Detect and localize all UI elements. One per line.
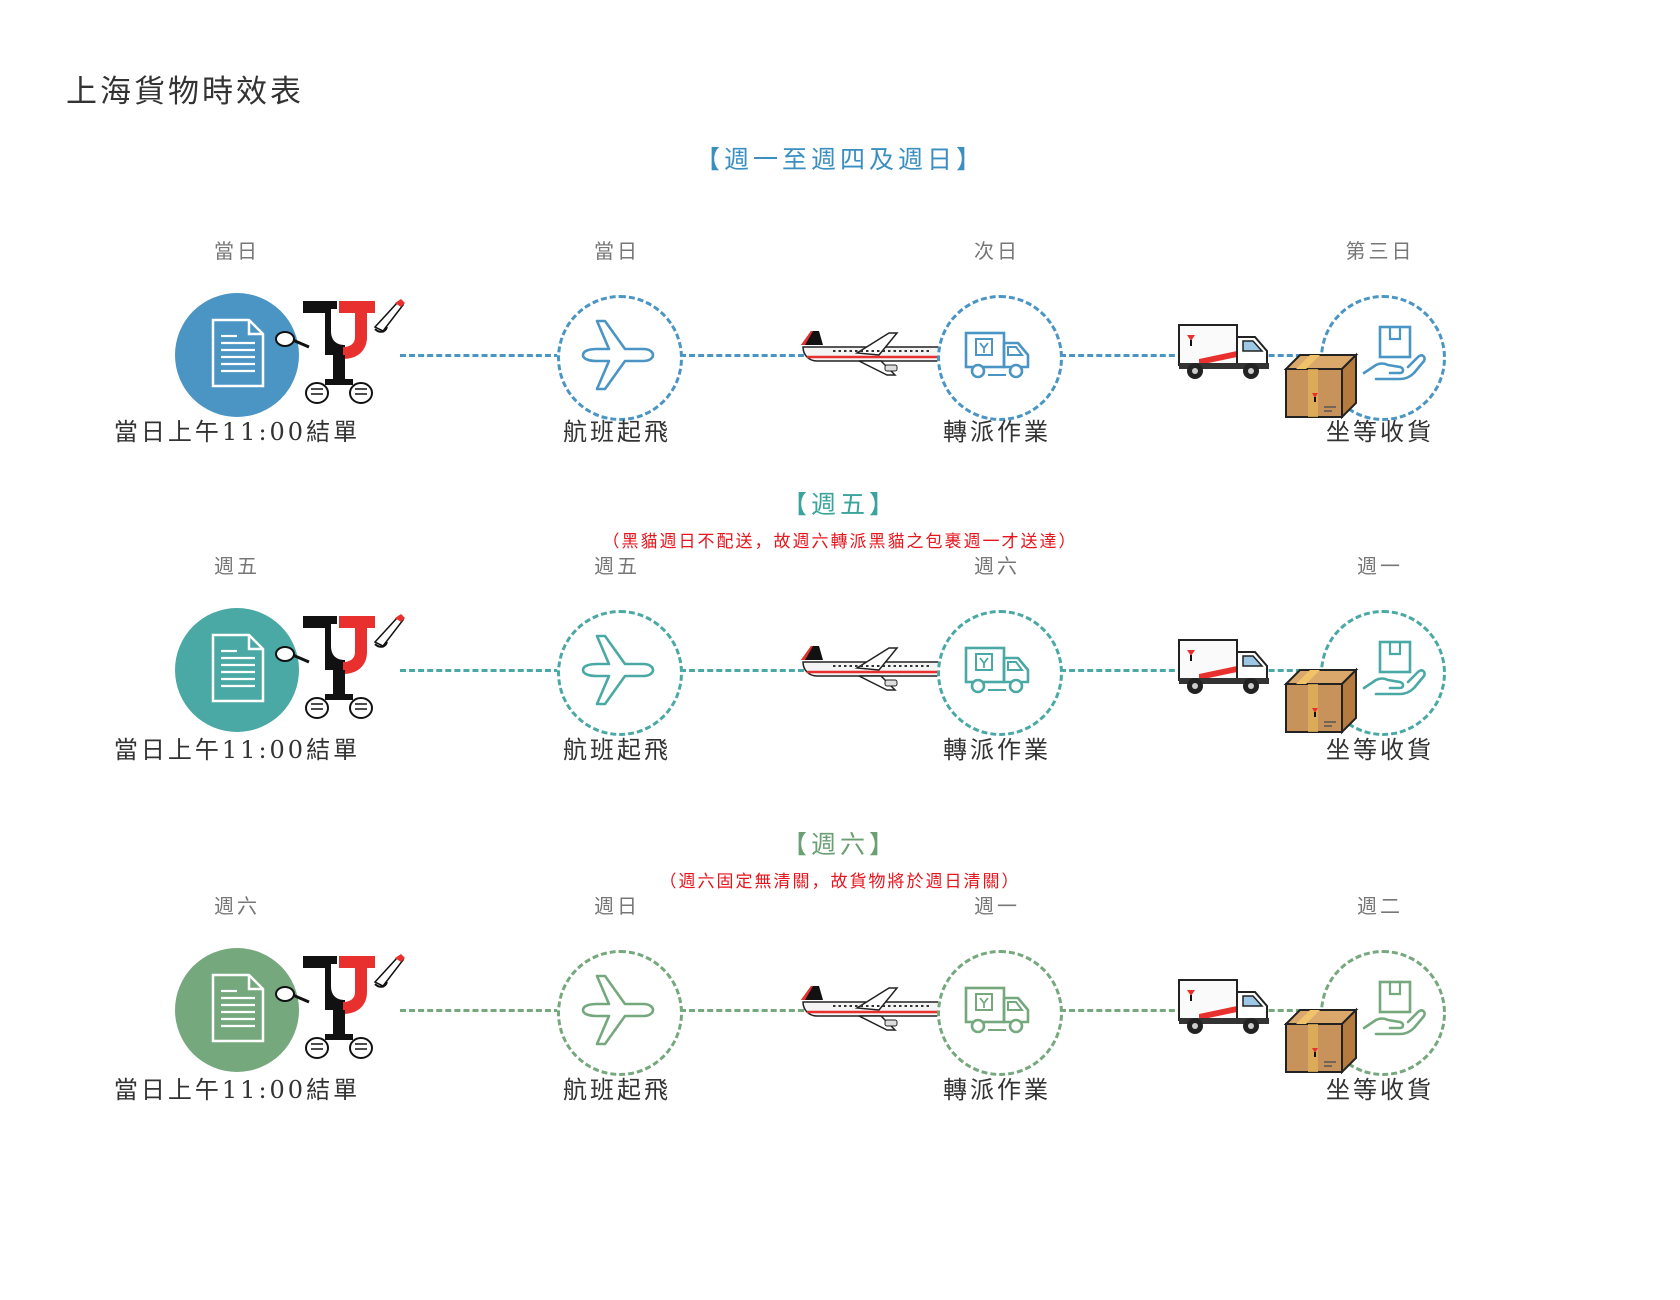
plane-icon — [575, 968, 659, 1052]
section-note: （黑貓週日不配送，故週六轉派黑貓之包裹週一才送達） — [602, 532, 1078, 552]
day-label: 週一 — [1357, 554, 1403, 578]
package-box-icon — [1282, 351, 1360, 421]
step-label: 坐等收貨 — [1326, 736, 1434, 764]
package-box-icon — [1282, 1006, 1360, 1076]
section-heading: 【週一至週四及週日】 — [694, 145, 985, 174]
order-cutoff-circle — [175, 948, 299, 1072]
timeline-section-2: 【週五】（黑貓週日不配送，故週六轉派黑貓之包裹週一才送達）週五週五週六週一 — [0, 485, 1680, 845]
delivery-truck-icon — [1177, 638, 1273, 696]
flight-circle — [557, 295, 683, 421]
day-label: 次日 — [974, 239, 1020, 263]
day-label: 週一 — [974, 894, 1020, 918]
plane-icon — [575, 628, 659, 712]
hand-box-icon — [1360, 636, 1430, 706]
mascot-icon — [275, 612, 405, 724]
day-label: 週六 — [214, 894, 260, 918]
step-label: 航班起飛 — [563, 736, 671, 764]
truck-outline-icon — [962, 980, 1032, 1040]
airliner-icon — [797, 325, 957, 381]
document-icon — [207, 317, 267, 389]
hand-box-icon — [1360, 321, 1430, 391]
day-label: 當日 — [214, 239, 260, 263]
step-label: 航班起飛 — [563, 1076, 671, 1104]
day-label: 週五 — [214, 554, 260, 578]
document-icon — [207, 972, 267, 1044]
day-label: 週六 — [974, 554, 1020, 578]
mascot-icon — [275, 952, 405, 1064]
delivery-truck-icon — [1177, 323, 1273, 381]
step-label: 坐等收貨 — [1326, 418, 1434, 446]
day-label: 週五 — [594, 554, 640, 578]
page-title: 上海貨物時效表 — [66, 74, 304, 110]
order-cutoff-circle — [175, 293, 299, 417]
airliner-icon — [797, 980, 957, 1036]
step-label: 航班起飛 — [563, 418, 671, 446]
step-label: 當日上午11:00結單 — [113, 1076, 361, 1104]
day-label: 第三日 — [1345, 239, 1415, 263]
document-icon — [207, 632, 267, 704]
truck-outline-icon — [962, 640, 1032, 700]
dispatch-circle — [937, 295, 1063, 421]
step-label: 坐等收貨 — [1326, 1076, 1434, 1104]
plane-icon — [575, 313, 659, 397]
timeline-section-1: 【週一至週四及週日】當日 當日 次日 第三日 — [0, 140, 1680, 500]
delivery-truck-icon — [1177, 978, 1273, 1036]
step-label: 當日上午11:00結單 — [113, 736, 361, 764]
timeline-connector — [400, 1009, 560, 1012]
day-label: 當日 — [594, 239, 640, 263]
section-note: （週六固定無清關，故貨物將於週日清關） — [659, 872, 1021, 892]
step-label: 當日上午11:00結單 — [113, 418, 361, 446]
flight-circle — [557, 950, 683, 1076]
flight-circle — [557, 610, 683, 736]
order-cutoff-circle — [175, 608, 299, 732]
step-label: 轉派作業 — [943, 736, 1051, 764]
timeline-connector — [400, 669, 560, 672]
day-label: 週二 — [1357, 894, 1403, 918]
hand-box-icon — [1360, 976, 1430, 1046]
day-label: 週日 — [594, 894, 640, 918]
dispatch-circle — [937, 950, 1063, 1076]
step-label: 轉派作業 — [943, 418, 1051, 446]
package-box-icon — [1282, 666, 1360, 736]
truck-outline-icon — [962, 325, 1032, 385]
mascot-icon — [275, 297, 405, 409]
section-heading: 【週五】 — [781, 490, 898, 519]
timeline-connector — [400, 354, 560, 357]
airliner-icon — [797, 640, 957, 696]
timeline-section-3: 【週六】 （週六固定無清關，故貨物將於週日清關） 週六 週日 週一 週二 — [0, 825, 1680, 1185]
dispatch-circle — [937, 610, 1063, 736]
step-label: 轉派作業 — [943, 1076, 1051, 1104]
section-heading: 【週六】 — [781, 830, 898, 859]
